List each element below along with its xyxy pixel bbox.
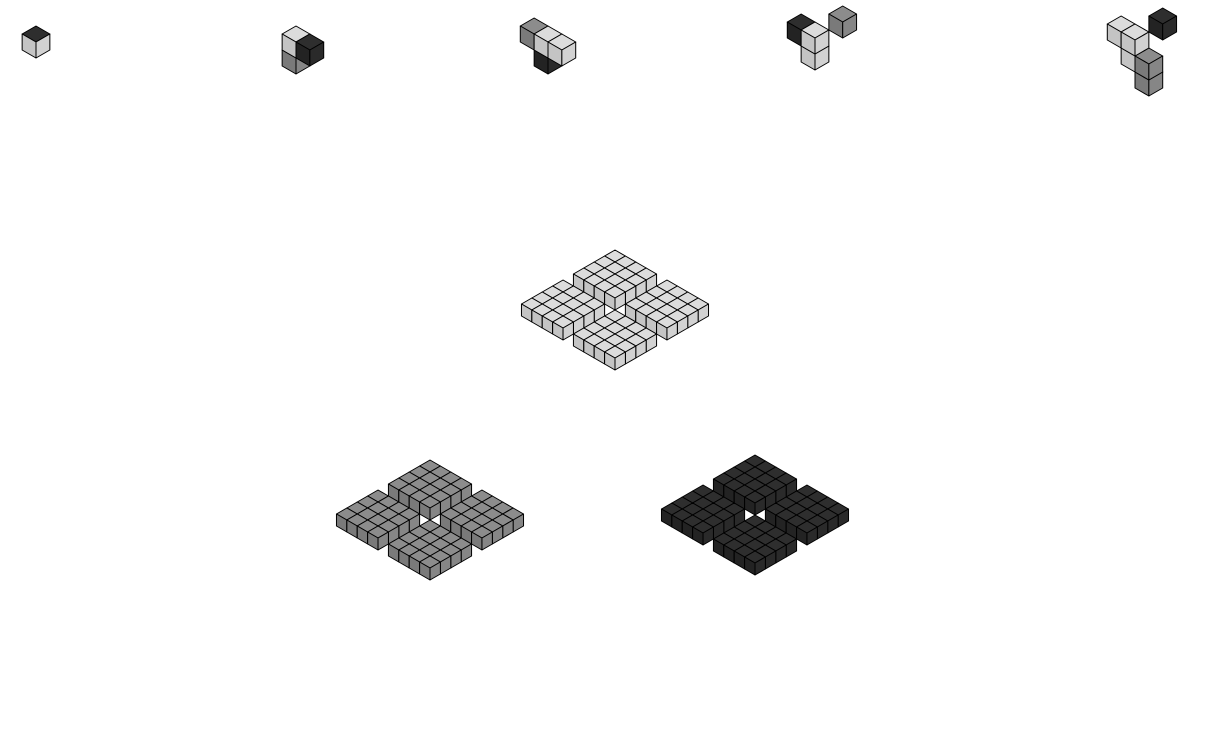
stage-2: [520, 18, 575, 74]
fractal-cube-cluster: [336, 250, 848, 580]
fractal-region-light: [521, 250, 708, 370]
stage-4-cube: [1149, 8, 1177, 40]
iteration-stages-row: [22, 6, 1176, 96]
stage-0-cube: [22, 26, 50, 58]
fractal-region-dark: [661, 455, 848, 575]
stage-1: [282, 26, 324, 74]
stage-3: [787, 6, 856, 70]
stage-3-cube: [829, 6, 857, 38]
stage-0: [22, 26, 50, 58]
stage-4: [1107, 8, 1176, 96]
fractal-region-medium: [336, 460, 523, 580]
